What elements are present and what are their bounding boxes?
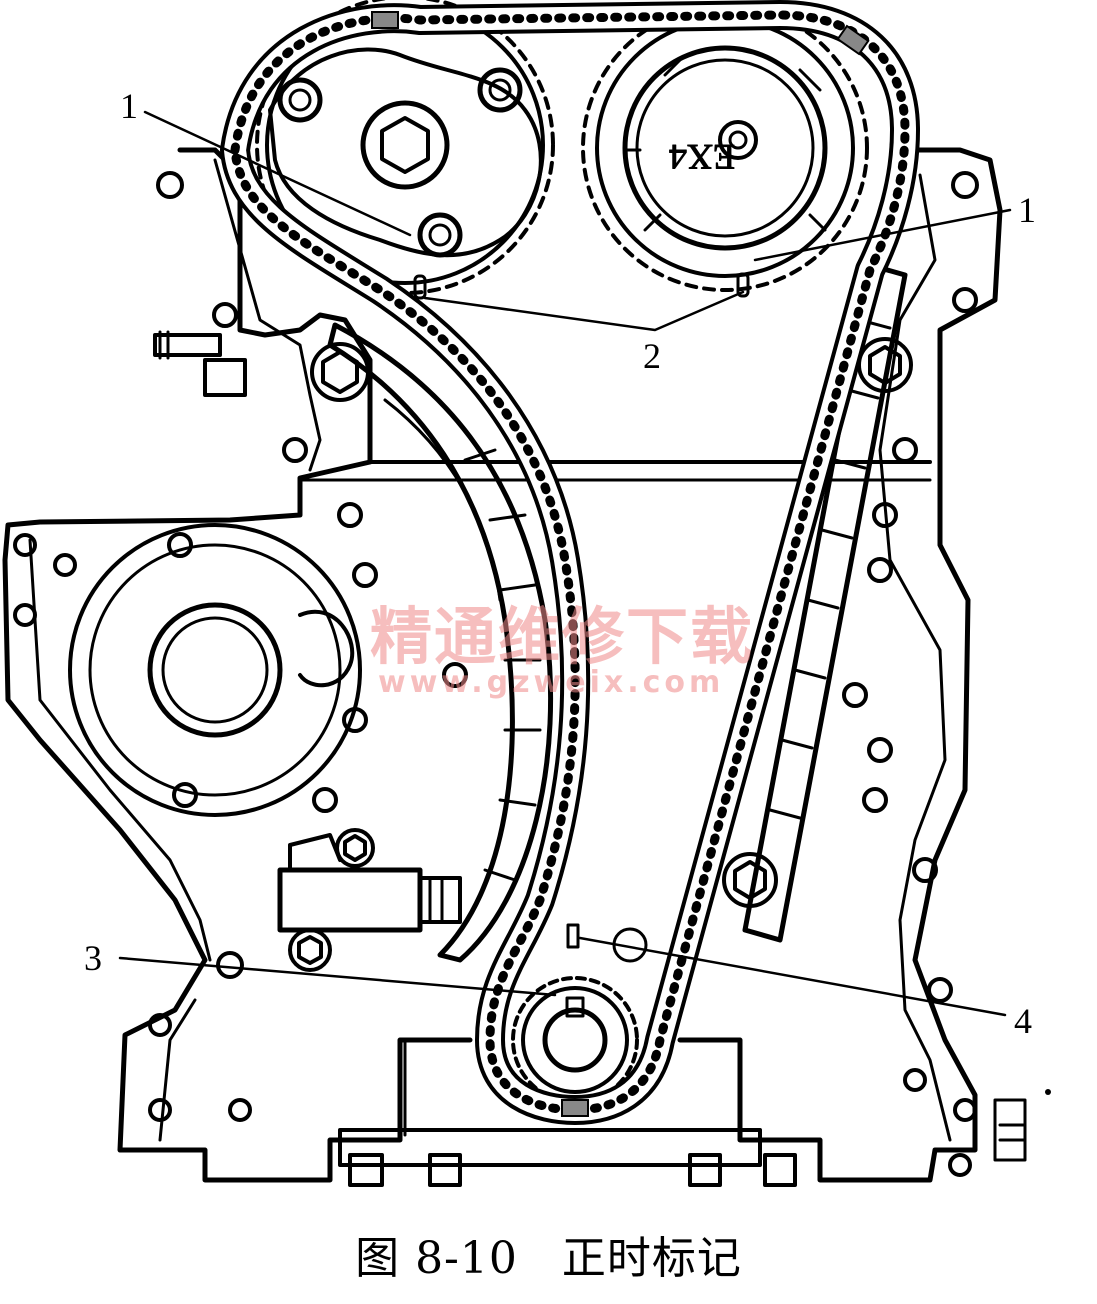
pump-housing — [68, 523, 362, 817]
callout-2: 2 — [643, 336, 661, 376]
chain-tensioner — [277, 833, 462, 933]
callout-labels: 1 1 2 3 4 — [84, 86, 1036, 1041]
timing-chain — [220, 0, 920, 1125]
engine-cover-outline — [2, 147, 1027, 1183]
tensioner-rail — [327, 322, 554, 963]
cover-bolt-holes — [13, 171, 979, 1177]
watermark-url: www.gzweix.com — [378, 665, 724, 700]
watermark-title: 精通维修下载 — [370, 600, 754, 673]
leader-lines — [118, 110, 1012, 1017]
callout-4: 4 — [1014, 1001, 1032, 1041]
figure-caption: 图 8-10 正时标记 — [0, 1222, 1097, 1286]
figure-title: 正时标记 — [561, 1233, 742, 1284]
callout-3: 3 — [84, 938, 102, 978]
sprocket-stamp: EX4 — [669, 137, 735, 177]
watermark: 精通维修下载 www.gzweix.com — [370, 600, 754, 700]
callout-1-right: 1 — [1018, 190, 1036, 230]
figure-number: 图 8-10 — [355, 1233, 518, 1284]
callout-1-left: 1 — [120, 86, 138, 126]
chain-guide-right — [742, 262, 908, 943]
stray-dot — [1045, 1089, 1051, 1095]
